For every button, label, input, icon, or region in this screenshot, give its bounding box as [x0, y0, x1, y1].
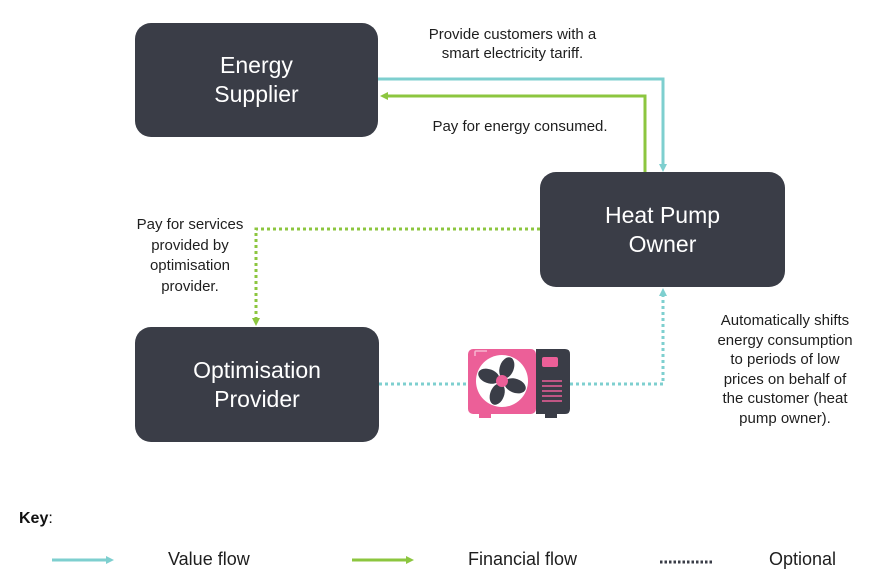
node-optimisation-provider-label: Optimisation Provider	[193, 356, 321, 412]
node-heat-pump-owner: Heat Pump Owner	[540, 172, 785, 287]
label-pay-services: Pay for services provided by optimisatio…	[136, 216, 244, 295]
label-tariff: Provide customers with a smart electrici…	[428, 26, 597, 62]
heat-pump-unit-icon	[468, 349, 570, 418]
value-flow-tariff-arrow	[378, 77, 667, 172]
key-label-financial-flow: Financial flow	[468, 549, 578, 569]
node-energy-supplier-label: Energy Supplier	[214, 52, 299, 107]
label-pay-energy: Pay for energy consumed.	[432, 118, 608, 135]
key-title-text: Key	[19, 510, 49, 527]
financial-flow-energy-arrow	[380, 92, 647, 172]
node-heat-pump-owner-label: Heat Pump Owner	[604, 201, 721, 257]
key-label-optional: Optional	[769, 549, 837, 569]
key-title-colon: :	[48, 510, 53, 527]
node-optimisation-provider: Optimisation Provider	[135, 327, 379, 442]
optional-financial-flow-arrow	[252, 227, 540, 326]
key-label-value-flow: Value flow	[168, 549, 250, 569]
key-title: Key:	[19, 510, 53, 528]
node-energy-supplier: Energy Supplier	[135, 23, 378, 137]
label-auto-shift: Automatically shifts energy consumption …	[717, 312, 853, 427]
optional-value-flow-arrow	[570, 288, 667, 386]
